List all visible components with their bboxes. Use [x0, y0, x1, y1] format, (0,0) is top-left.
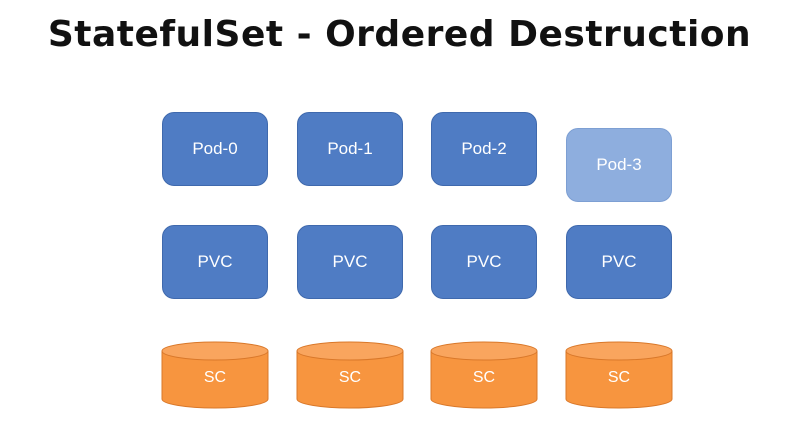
sc-3-label: SC — [607, 369, 631, 386]
pvc-0-box: PVC — [162, 225, 268, 299]
pod-1-box: Pod-1 — [297, 112, 403, 186]
sc-2-cylinder: SC — [430, 341, 538, 409]
pod-0-label: Pod-0 — [192, 139, 238, 158]
pod-3-box: Pod-3 — [566, 128, 672, 202]
pod-2-box: Pod-2 — [431, 112, 537, 186]
pvc-2-label: PVC — [466, 252, 502, 271]
pod-2-label: Pod-2 — [461, 139, 507, 158]
pod-3-label: Pod-3 — [596, 155, 642, 174]
sc-3-cylinder: SC — [565, 341, 673, 409]
pod-0-box: Pod-0 — [162, 112, 268, 186]
sc-1-cylinder-icon — [296, 341, 404, 409]
pvc-0-label: PVC — [197, 252, 233, 271]
sc-0-cylinder: SC — [161, 341, 269, 409]
pvc-3-label: PVC — [601, 252, 637, 271]
pvc-1-box: PVC — [297, 225, 403, 299]
sc-0-label: SC — [203, 369, 227, 386]
pvc-3-box: PVC — [566, 225, 672, 299]
sc-2-cylinder-icon — [430, 341, 538, 409]
sc-1-cylinder: SC — [296, 341, 404, 409]
sc-2-label: SC — [472, 369, 496, 386]
pod-1-label: Pod-1 — [327, 139, 373, 158]
page-title: StatefulSet - Ordered Destruction — [47, 14, 752, 55]
sc-1-label: SC — [338, 369, 362, 386]
sc-3-cylinder-icon — [565, 341, 673, 409]
pvc-2-box: PVC — [431, 225, 537, 299]
sc-0-cylinder-icon — [161, 341, 269, 409]
pvc-1-label: PVC — [332, 252, 368, 271]
